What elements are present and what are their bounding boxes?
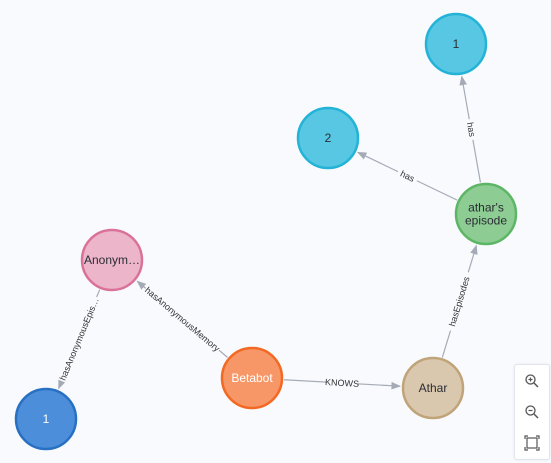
edge-hasanonymousmemory[interactable]: hasAnonymousMemory [136,280,228,358]
node-circle [220,346,284,410]
node-athar[interactable]: Athar [401,356,465,420]
node-label: 1 [453,37,460,51]
node-anon[interactable]: Anonym… [80,228,144,292]
node-ep2[interactable]: 2 [296,106,360,170]
edge-label-background [326,376,358,390]
edge-label: hasAnonymousMemory [143,285,222,354]
edge-label-group: has [463,118,479,141]
edge-label-background [395,166,420,187]
edge-label: KNOWS [325,377,360,389]
edge-label-background [444,270,474,333]
edge-label: has [465,121,477,138]
node-label-line: episode [465,214,507,228]
zoom-in-button[interactable] [520,369,544,393]
node-circle [296,106,360,170]
edge-has[interactable]: has [356,151,458,201]
fit-to-screen-button[interactable] [520,431,544,455]
edge-hasepisodes[interactable]: hasEpisodes [441,244,478,358]
edge-label-background [56,294,103,384]
node-ep1[interactable]: 1 [424,12,488,76]
node-label: Athar [419,381,448,395]
zoom-out-button[interactable] [520,400,544,424]
node-label: Betabot [231,371,273,385]
node-circle [424,12,488,76]
zoom-in-icon [525,374,539,388]
node-betabot[interactable]: Betabot [220,346,284,410]
node-circle [401,356,465,420]
edge-label: hasAnonymousEpis… [58,296,101,382]
node-circle [80,228,144,292]
node-label: Anonym… [84,253,140,267]
edge-has[interactable]: has [459,75,482,183]
edge-label-background [463,118,479,141]
node-label-line: athar's [468,201,504,215]
zoom-controls [514,364,550,460]
edge-hasanonymousepis[interactable]: hasAnonymousEpis… [56,289,103,390]
edge-label-group: hasAnonymousMemory [141,283,223,355]
fit-to-screen-icon [524,435,540,451]
node-label: 1 [43,412,50,426]
node-mem1[interactable]: 1 [14,387,78,451]
zoom-out-icon [525,405,539,419]
edge-label-group: hasAnonymousEpis… [56,294,103,384]
edge-label-background [141,283,223,355]
node-label: 2 [325,131,332,145]
edge-label-group: hasEpisodes [444,270,474,333]
node-circle [14,387,78,451]
edge-label-group: has [395,166,420,187]
edge-label-group: KNOWS [325,376,360,390]
edge-knows[interactable]: KNOWS [283,376,402,390]
node-circle [454,182,518,246]
